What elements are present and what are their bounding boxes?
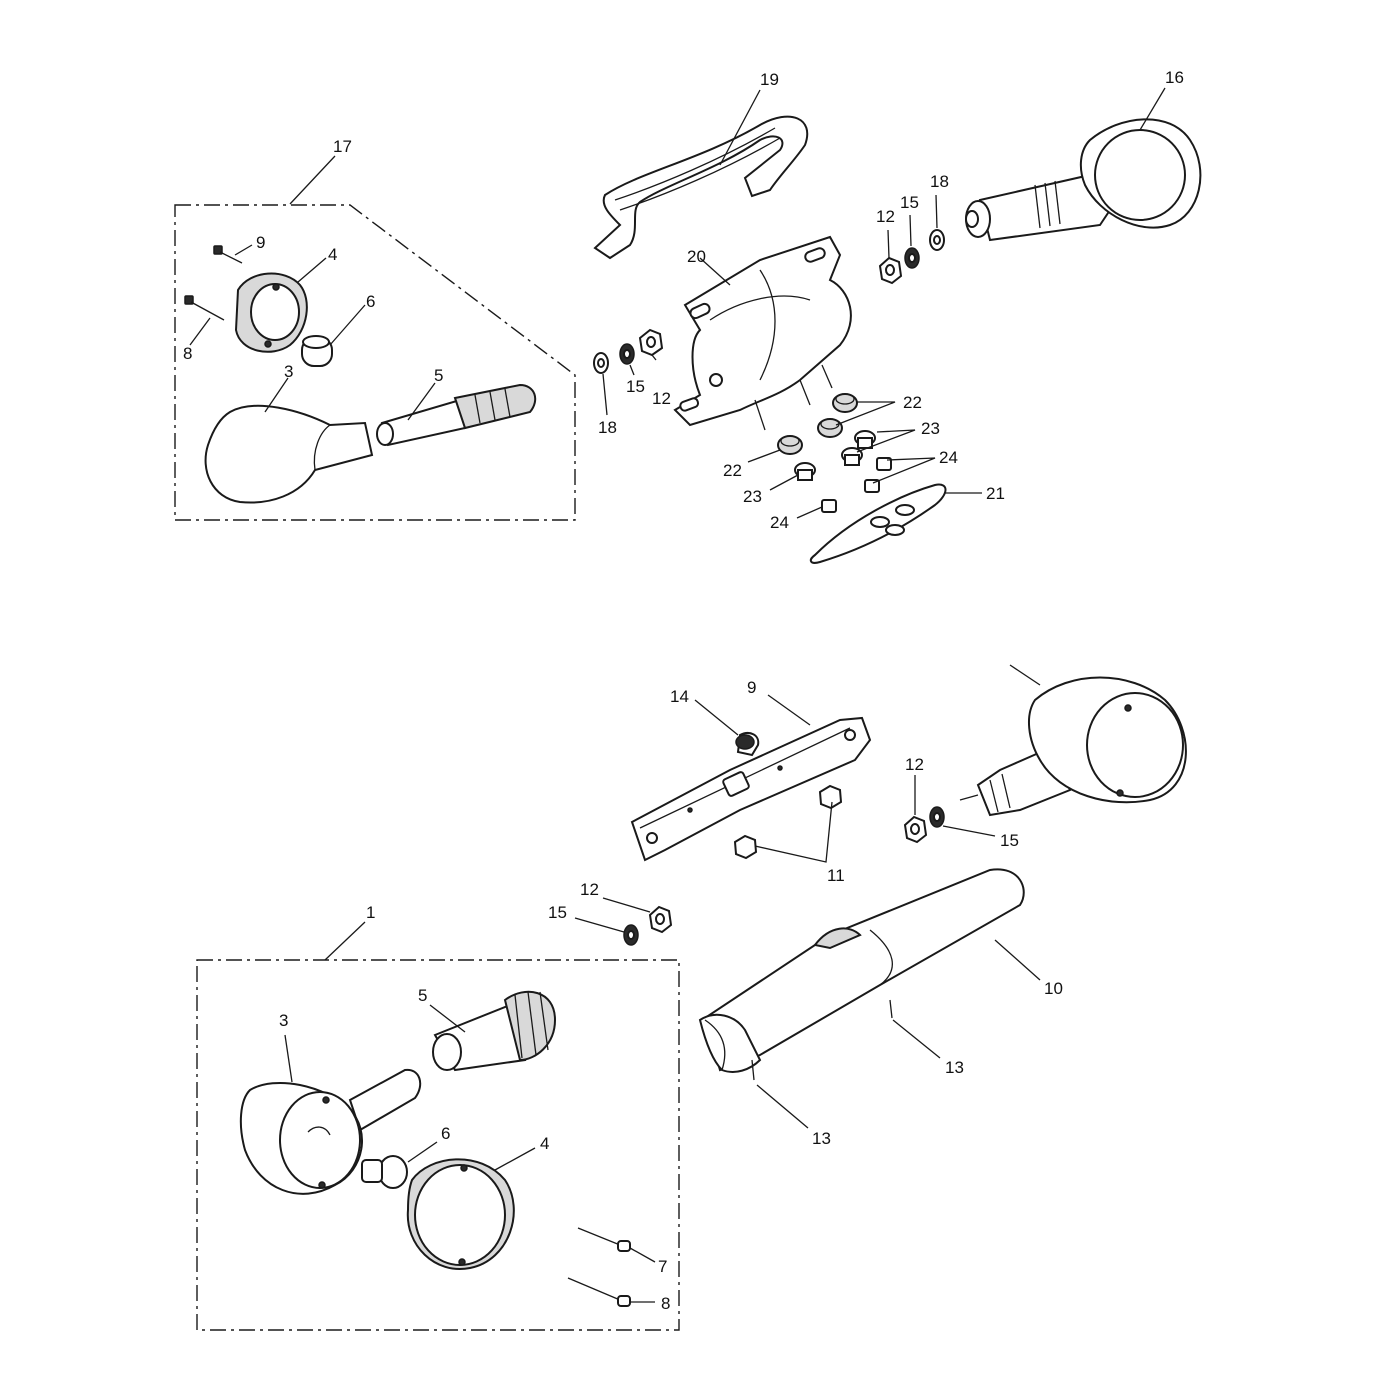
- grommet-22-c: [777, 435, 803, 455]
- callout-11: 11: [827, 866, 845, 885]
- callout-15-mid-right: 15: [1000, 831, 1019, 850]
- plate-21: [809, 483, 947, 564]
- nut-12-left: [638, 328, 664, 357]
- kit-1-boundary: [196, 959, 680, 1331]
- lockwasher-15-top-right: [904, 247, 920, 269]
- callout-22-right: 22: [903, 393, 922, 412]
- indicator-body-3-top: [204, 404, 374, 504]
- nut-12-top-right: [878, 256, 903, 285]
- callout-5-top: 5: [434, 366, 443, 385]
- callout-5-bottom: 5: [418, 986, 427, 1005]
- stem-5-bottom: [432, 990, 557, 1072]
- screw-8-bottom: [567, 1277, 631, 1307]
- callout-12-top-right: 12: [876, 207, 895, 226]
- callout-6-top: 6: [366, 292, 375, 311]
- leader-lines: [189, 87, 1166, 1303]
- kit-17-boundary: [174, 204, 576, 521]
- callout-6-bottom: 6: [441, 1124, 450, 1143]
- callout-17: 17: [333, 137, 352, 156]
- cover-10: [698, 868, 1025, 1081]
- stem-5-top: [376, 383, 537, 447]
- nut-12-mid-right: [903, 815, 928, 844]
- callout-14: 14: [670, 687, 689, 706]
- callout-13-left: 13: [812, 1129, 831, 1148]
- callout-19: 19: [760, 70, 779, 89]
- callout-23-left: 23: [743, 487, 762, 506]
- lockwasher-15-left: [619, 343, 635, 365]
- bulb-6-top: [301, 335, 333, 367]
- nut-11-a: [818, 784, 843, 810]
- callout-13-right: 13: [945, 1058, 964, 1077]
- spacer-23-c: [794, 462, 816, 481]
- callout-1: 1: [366, 903, 375, 922]
- callout-21: 21: [986, 484, 1005, 503]
- spacer-23-a: [854, 430, 876, 449]
- indicator-body-3-bottom: [239, 1068, 422, 1195]
- screw-9-top: [213, 245, 243, 264]
- frame-19: [593, 115, 809, 260]
- callout-23-right: 23: [921, 419, 940, 438]
- callout-12-left: 12: [652, 389, 671, 408]
- clip-14: [735, 734, 755, 750]
- lens-4-top: [234, 272, 308, 353]
- screw-7: [577, 1227, 631, 1252]
- callout-18-left: 18: [598, 418, 617, 437]
- callout-4-top: 4: [328, 245, 337, 264]
- nut-24-b: [864, 479, 880, 493]
- callout-24-left: 24: [770, 513, 789, 532]
- indicator-16: [965, 118, 1202, 242]
- callout-8-bottom: 8: [661, 1294, 670, 1313]
- grommet-22-b: [817, 418, 843, 438]
- bulb-6-bottom: [361, 1155, 408, 1189]
- callout-15-left: 15: [626, 377, 645, 396]
- callout-4-bottom: 4: [540, 1134, 549, 1153]
- lockwasher-15-center: [623, 924, 639, 946]
- bracket-20: [673, 235, 852, 431]
- callout-15-center: 15: [548, 903, 567, 922]
- callout-10: 10: [1044, 979, 1063, 998]
- callout-24-right: 24: [939, 448, 958, 467]
- callout-16: 16: [1165, 68, 1184, 87]
- grommet-22-a: [832, 393, 858, 413]
- callout-labels: 17 9 4 6 8 3 5 19 20 18 15 12 12 15 18 1…: [183, 68, 1184, 1313]
- indicator-bottom-right: [959, 676, 1187, 817]
- callout-12-center: 12: [580, 880, 599, 899]
- callout-22-left: 22: [723, 461, 742, 480]
- callout-20: 20: [687, 247, 706, 266]
- callout-3-top: 3: [284, 362, 293, 381]
- washer-18-top-right: [929, 229, 945, 251]
- nut-11-b: [733, 834, 758, 860]
- callout-8-top: 8: [183, 344, 192, 363]
- callout-9-top: 9: [256, 233, 265, 252]
- nut-24-c: [821, 499, 837, 513]
- nut-24-a: [876, 457, 892, 471]
- callout-7: 7: [658, 1257, 667, 1276]
- callout-3-bottom: 3: [279, 1011, 288, 1030]
- callout-12-mid-right: 12: [905, 755, 924, 774]
- lens-4-bottom: [406, 1158, 515, 1271]
- lockwasher-15-mid-right: [929, 806, 945, 828]
- callout-15-top-right: 15: [900, 193, 919, 212]
- washer-18-left: [593, 352, 609, 374]
- callout-18-top-right: 18: [930, 172, 949, 191]
- screw-8-top: [184, 295, 225, 321]
- callout-9-bottom: 9: [747, 678, 756, 697]
- nut-12-center: [648, 905, 673, 934]
